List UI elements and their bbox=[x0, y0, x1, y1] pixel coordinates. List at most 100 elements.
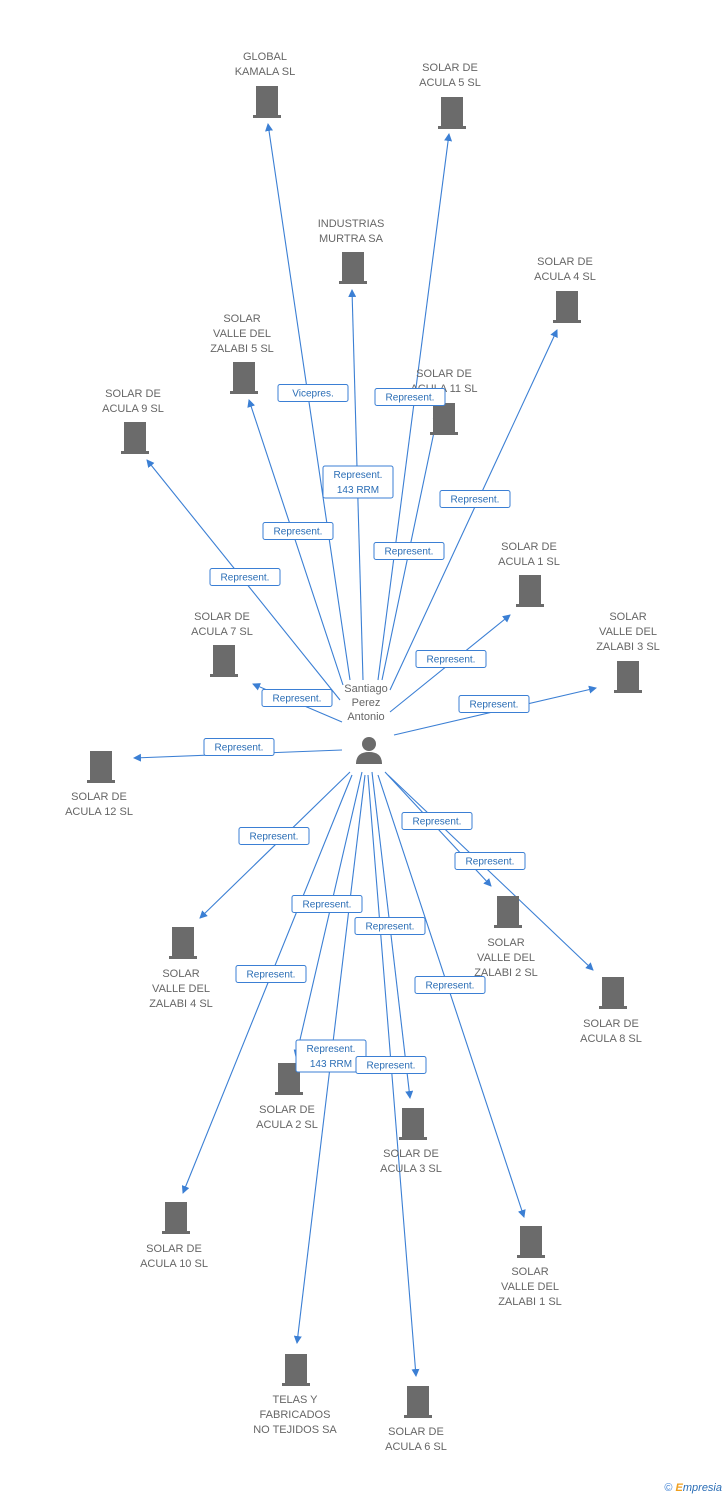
building-icon bbox=[230, 362, 258, 394]
copyright-symbol: © bbox=[664, 1482, 673, 1494]
relation-text: Vicepres. bbox=[292, 389, 334, 400]
relation-label-solar-acula-8[interactable]: Represent. bbox=[454, 852, 526, 870]
edge-solar-valle-zalabi-1 bbox=[377, 774, 526, 1218]
relation-text: Represent. bbox=[215, 743, 264, 754]
edge-solar-acula-2 bbox=[293, 771, 363, 1058]
company-label: ZALABI 2 SL bbox=[474, 967, 538, 979]
company-label: VALLE DEL bbox=[599, 626, 657, 638]
relation-text: 143 RRM bbox=[337, 485, 379, 496]
relation-text: Represent. bbox=[307, 1044, 356, 1055]
relation-text: Represent. bbox=[250, 832, 299, 843]
company-label: ACULA 3 SL bbox=[380, 1163, 442, 1175]
company-label: VALLE DEL bbox=[501, 1281, 559, 1293]
company-label: ACULA 1 SL bbox=[498, 556, 560, 568]
company-label: ZALABI 3 SL bbox=[596, 641, 660, 653]
building-icon bbox=[282, 1354, 310, 1386]
relation-label-industrias-murtra[interactable]: Represent. 143 RRM bbox=[322, 465, 394, 499]
relation-text: Represent. bbox=[273, 694, 322, 705]
company-label: SOLAR DE bbox=[501, 541, 557, 553]
company-label: FABRICADOS bbox=[260, 1409, 331, 1421]
relation-label-solar-acula-7[interactable]: Represent. bbox=[261, 689, 333, 707]
company-label: SOLAR DE bbox=[422, 62, 478, 74]
edge-solar-acula-5 bbox=[377, 133, 453, 681]
company-label: ACULA 5 SL bbox=[419, 77, 481, 89]
relation-label-global-kamala[interactable]: Vicepres. bbox=[277, 384, 349, 402]
company-label: SOLAR DE bbox=[583, 1018, 639, 1030]
company-node-solar-acula-1[interactable]: SOLAR DE ACULA 1 SL bbox=[498, 541, 560, 607]
company-label: ACULA 2 SL bbox=[256, 1119, 318, 1131]
company-label: SOLAR DE bbox=[259, 1104, 315, 1116]
relation-label-solar-acula-5[interactable]: Represent. bbox=[374, 388, 446, 406]
relation-label-solar-acula-12[interactable]: Represent. bbox=[203, 738, 275, 756]
relation-text: 143 RRM bbox=[310, 1059, 352, 1070]
company-label: KAMALA SL bbox=[235, 66, 296, 78]
company-label: NO TEJIDOS SA bbox=[253, 1424, 337, 1436]
relation-label-solar-acula-6[interactable]: Represent. bbox=[355, 1056, 427, 1074]
relation-label-solar-valle-zalabi-5[interactable]: Represent. bbox=[262, 522, 334, 540]
company-node-solar-acula-5[interactable]: SOLAR DE ACULA 5 SL bbox=[419, 62, 481, 129]
building-icon bbox=[399, 1108, 427, 1140]
relation-text: Represent. bbox=[366, 922, 415, 933]
person-node[interactable]: Santiago Perez Antonio bbox=[344, 683, 388, 764]
relation-label-solar-acula-9[interactable]: Represent. bbox=[209, 568, 281, 586]
relation-label-solar-acula-3[interactable]: Represent. bbox=[354, 917, 426, 935]
company-label: VALLE DEL bbox=[477, 952, 535, 964]
company-label: ACULA 6 SL bbox=[385, 1441, 447, 1453]
company-label: VALLE DEL bbox=[152, 983, 210, 995]
relation-label-solar-acula-10[interactable]: Represent. bbox=[235, 965, 307, 983]
relation-label-solar-valle-zalabi-2[interactable]: Represent. bbox=[401, 812, 473, 830]
building-icon bbox=[162, 1202, 190, 1234]
company-label: ACULA 7 SL bbox=[191, 626, 253, 638]
company-label: INDUSTRIAS bbox=[318, 218, 385, 230]
relation-text: Represent. bbox=[385, 547, 434, 558]
company-node-solar-valle-zalabi-3[interactable]: SOLAR VALLE DEL ZALABI 3 SL bbox=[596, 611, 660, 693]
relation-label-solar-acula-1[interactable]: Represent. bbox=[415, 650, 487, 668]
relation-text: Represent. bbox=[451, 495, 500, 506]
edge-solar-acula-8 bbox=[387, 774, 594, 971]
relation-label-telas-fabricados[interactable]: Represent. 143 RRM bbox=[295, 1039, 367, 1073]
relation-label-solar-valle-zalabi-1[interactable]: Represent. bbox=[414, 976, 486, 994]
relation-text: Represent. bbox=[303, 900, 352, 911]
empresia-logo: Empresia bbox=[675, 1482, 722, 1494]
company-label: ACULA 4 SL bbox=[534, 271, 596, 283]
relation-label-solar-acula-11[interactable]: Represent. bbox=[373, 542, 445, 560]
company-label: SOLAR bbox=[511, 1266, 548, 1278]
company-label: SOLAR bbox=[487, 937, 524, 949]
company-node-solar-valle-zalabi-2[interactable]: SOLAR VALLE DEL ZALABI 2 SL bbox=[474, 896, 538, 979]
company-node-solar-valle-zalabi-1[interactable]: SOLAR VALLE DEL ZALABI 1 SL bbox=[498, 1226, 562, 1308]
company-label: SOLAR bbox=[609, 611, 646, 623]
building-icon bbox=[553, 291, 581, 323]
relation-text: Represent. bbox=[413, 817, 462, 828]
relation-label-solar-acula-4[interactable]: Represent. bbox=[439, 490, 511, 508]
company-label: ZALABI 1 SL bbox=[498, 1296, 562, 1308]
company-node-solar-acula-2[interactable]: SOLAR DE ACULA 2 SL bbox=[256, 1063, 318, 1131]
company-label: ACULA 10 SL bbox=[140, 1258, 208, 1270]
building-icon bbox=[339, 252, 367, 284]
building-icon bbox=[121, 422, 149, 454]
company-label: VALLE DEL bbox=[213, 328, 271, 340]
relation-text: Represent. bbox=[334, 470, 383, 481]
relation-label-solar-acula-2[interactable]: Represent. bbox=[291, 895, 363, 913]
relation-label-solar-valle-zalabi-4[interactable]: Represent. bbox=[238, 827, 310, 845]
relation-text: Represent. bbox=[247, 970, 296, 981]
company-label: ACULA 9 SL bbox=[102, 403, 164, 415]
person-name-line-3: Antonio bbox=[347, 711, 384, 723]
building-icon bbox=[517, 1226, 545, 1258]
company-label: SOLAR bbox=[223, 313, 260, 325]
relation-label-solar-valle-zalabi-3[interactable]: Represent. bbox=[458, 695, 530, 713]
